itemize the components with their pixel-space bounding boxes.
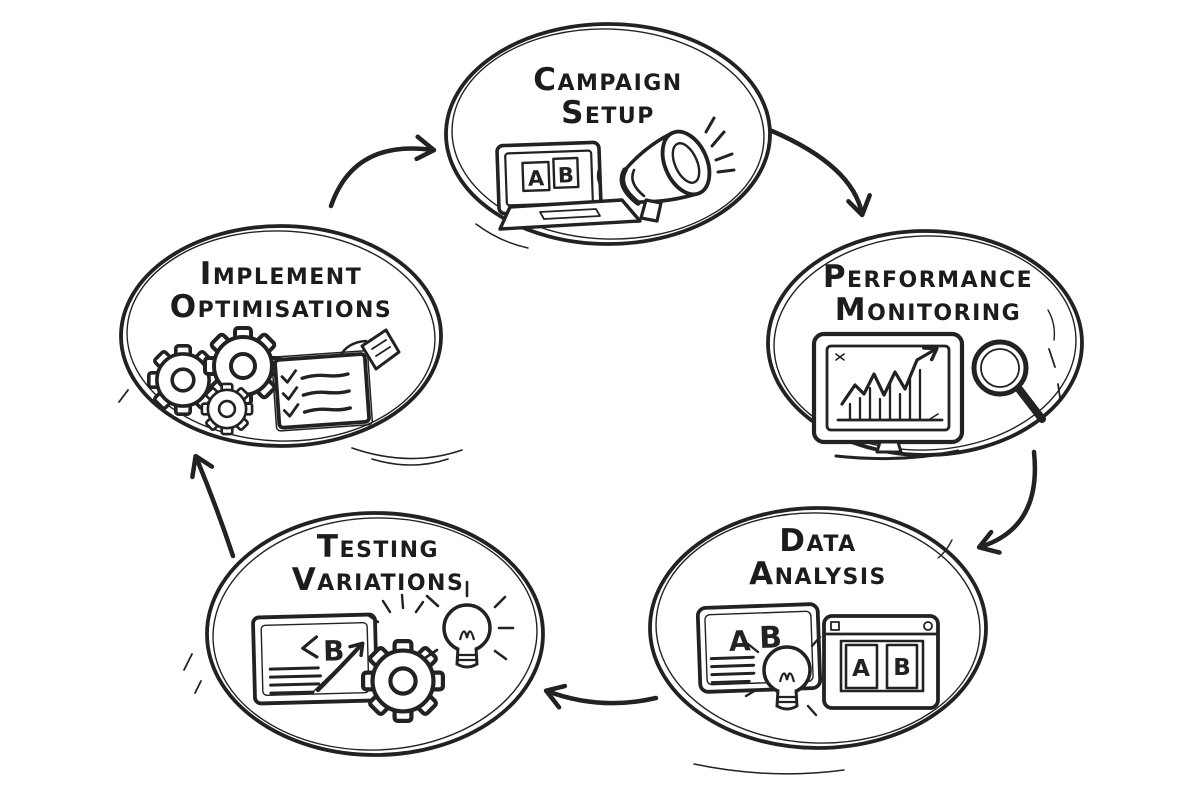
lightbulb-rays-icon	[423, 580, 515, 669]
document-variant-a-label: A	[728, 624, 751, 658]
arrow-implement-optimisations-to-campaign-setup	[328, 134, 437, 209]
node-title-line2: Setup	[561, 95, 655, 131]
light-rays	[423, 580, 515, 661]
node-ellipse-inner-sketch	[451, 28, 765, 240]
sketch-marks	[118, 165, 1061, 775]
browser-variant-a-label: A	[852, 656, 870, 682]
node-ellipse-inner-sketch	[773, 235, 1077, 451]
tag-icon	[338, 328, 401, 371]
node-data-analysis: Data Analysis A B A B	[648, 506, 988, 750]
testing-document-variant-b-label: B	[323, 634, 345, 668]
arrow-data-analysis-to-testing-variations	[543, 683, 659, 710]
megaphone-icon	[619, 116, 736, 223]
node-title-line2: Monitoring	[835, 292, 1021, 328]
node-title-line1: Campaign	[533, 62, 682, 98]
document-growth-arrow-icon: B	[251, 612, 379, 706]
node-title-line1: Data	[779, 523, 856, 559]
chart-bars	[848, 368, 922, 422]
node-title-line1: Implement	[200, 256, 362, 292]
node-title-line2: Variations	[292, 562, 465, 598]
browser-variant-b-label: B	[893, 655, 911, 681]
node-title-line2: Optimisations	[170, 289, 393, 325]
node-ellipse-inner-sketch	[126, 230, 436, 442]
chart-trend-line	[840, 346, 939, 406]
arrow-campaign-setup-to-performance-monitoring	[769, 128, 872, 218]
gear-icon	[363, 593, 443, 721]
spark-marks	[366, 593, 425, 624]
arrow-performance-monitoring-to-data-analysis	[976, 449, 1038, 555]
checklist-icon	[271, 350, 374, 432]
laptop-ab-test-icon: A B	[495, 140, 642, 231]
node-title-line2: Analysis	[749, 556, 887, 592]
node-implement-optimisations: Implement Optimisations	[119, 224, 463, 466]
checkmarks	[280, 369, 300, 418]
node-title-line1: Performance	[823, 259, 1033, 295]
variant-a-caret-sketch	[301, 635, 319, 659]
growth-arrow	[315, 641, 365, 693]
node-title-line1: Testing	[317, 529, 439, 565]
flow-arrows	[190, 128, 1038, 710]
node-campaign-setup: Campaign Setup A B	[444, 22, 772, 246]
arrow-testing-variations-to-implement-optimisations	[190, 453, 236, 559]
laptop-variant-b-label: B	[557, 163, 574, 188]
node-performance-monitoring: Performance Monitoring	[766, 229, 1084, 461]
monitor-line-chart-icon	[811, 331, 965, 461]
sketch-ripples	[351, 447, 463, 466]
node-ellipse-inner-sketch	[212, 517, 538, 751]
node-testing-variations: Testing Variations B	[205, 511, 545, 757]
laptop-variant-a-label: A	[527, 166, 545, 191]
browser-ab-icon: A B	[822, 614, 940, 710]
list-lines	[300, 372, 353, 414]
node-ellipse-inner-sketch	[655, 512, 981, 744]
magnifying-glass-icon	[971, 339, 1046, 423]
